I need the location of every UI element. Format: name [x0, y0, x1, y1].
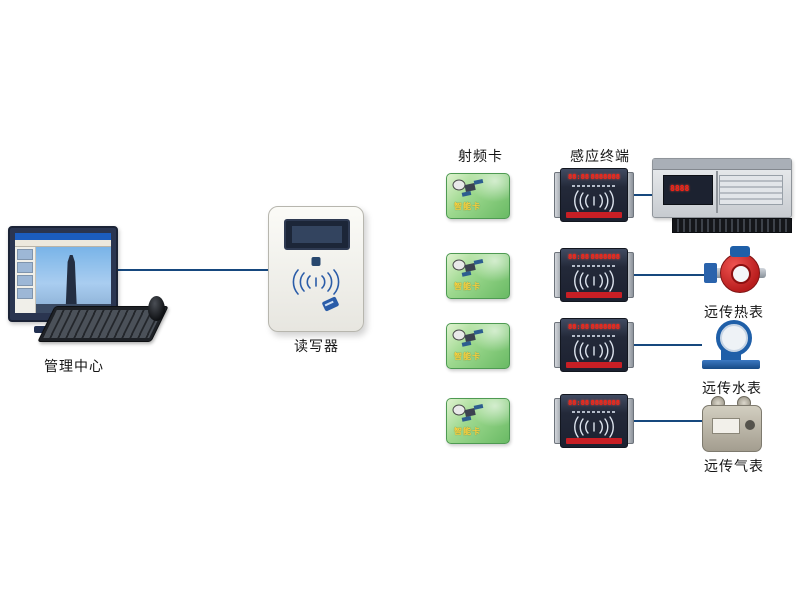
- satellite-icon: [452, 259, 484, 277]
- rf-card-2: 智能卡: [446, 253, 510, 299]
- terminal-model-text: [572, 265, 616, 267]
- card-brand-text: 智能卡: [454, 427, 481, 436]
- card-reader-device: [268, 206, 364, 332]
- heat-meter-label: 远传热表: [704, 305, 764, 321]
- remote-gas-meter: [702, 396, 764, 454]
- terminal-brand-band: [566, 212, 622, 218]
- rf-wave-icon: [574, 416, 614, 438]
- swipe-card-icon: [321, 296, 340, 312]
- rf-card-3: 智能卡: [446, 323, 510, 369]
- app-titlebar: [15, 233, 111, 240]
- line-pc-to-reader: [114, 269, 268, 271]
- terminal-model-text: [572, 185, 616, 187]
- gas-meter-label: 远传气表: [704, 459, 764, 475]
- controller-device: 8888: [652, 158, 792, 218]
- line-terminal2-to-heat-meter: [634, 274, 704, 276]
- satellite-icon: [452, 329, 484, 347]
- line-terminal3-to-water-meter: [634, 344, 702, 346]
- rf-wave-icon: [292, 269, 340, 295]
- terminal-brand-band: [566, 438, 622, 444]
- monitor-screen: [15, 233, 111, 313]
- reader-logo-icon: [311, 257, 321, 266]
- rf-wave-icon: [574, 340, 614, 362]
- app-sidebar: [15, 247, 36, 313]
- remote-water-meter: [702, 320, 760, 374]
- rf-wave-icon: [574, 190, 614, 212]
- water-meter-label: 远传水表: [702, 381, 762, 397]
- controller-led-text: 8888: [670, 184, 690, 193]
- card-brand-text: 智能卡: [454, 202, 481, 211]
- tower-image: [65, 254, 78, 313]
- satellite-icon: [452, 404, 484, 422]
- rf-card-4: 智能卡: [446, 398, 510, 444]
- remote-heat-meter: [704, 246, 766, 300]
- management-center-label: 管理中心: [44, 359, 104, 375]
- satellite-icon: [452, 179, 484, 197]
- card-brand-text: 智能卡: [454, 352, 481, 361]
- reader-display: [284, 219, 350, 250]
- reader-label: 读写器: [294, 339, 339, 355]
- terminal-model-text: [572, 335, 616, 337]
- terminal-brand-band: [566, 362, 622, 368]
- rf-card-1: 智能卡: [446, 173, 510, 219]
- terminal-column-label: 感应终端: [570, 149, 630, 165]
- terminal-block-strip: [672, 218, 792, 233]
- rf-wave-icon: [574, 270, 614, 292]
- monitor: [8, 226, 118, 322]
- terminal-model-text: [572, 411, 616, 413]
- card-brand-text: 智能卡: [454, 282, 481, 291]
- line-terminal1-to-controller: [634, 194, 652, 196]
- controller-display: 8888: [663, 175, 713, 205]
- line-terminal4-to-gas-meter: [634, 420, 702, 422]
- app-photo-area: [36, 247, 111, 313]
- terminal-brand-band: [566, 292, 622, 298]
- app-menubar: [15, 240, 111, 247]
- rf-card-column-label: 射频卡: [458, 149, 503, 165]
- mouse: [148, 296, 165, 321]
- controller-vents: [719, 175, 783, 205]
